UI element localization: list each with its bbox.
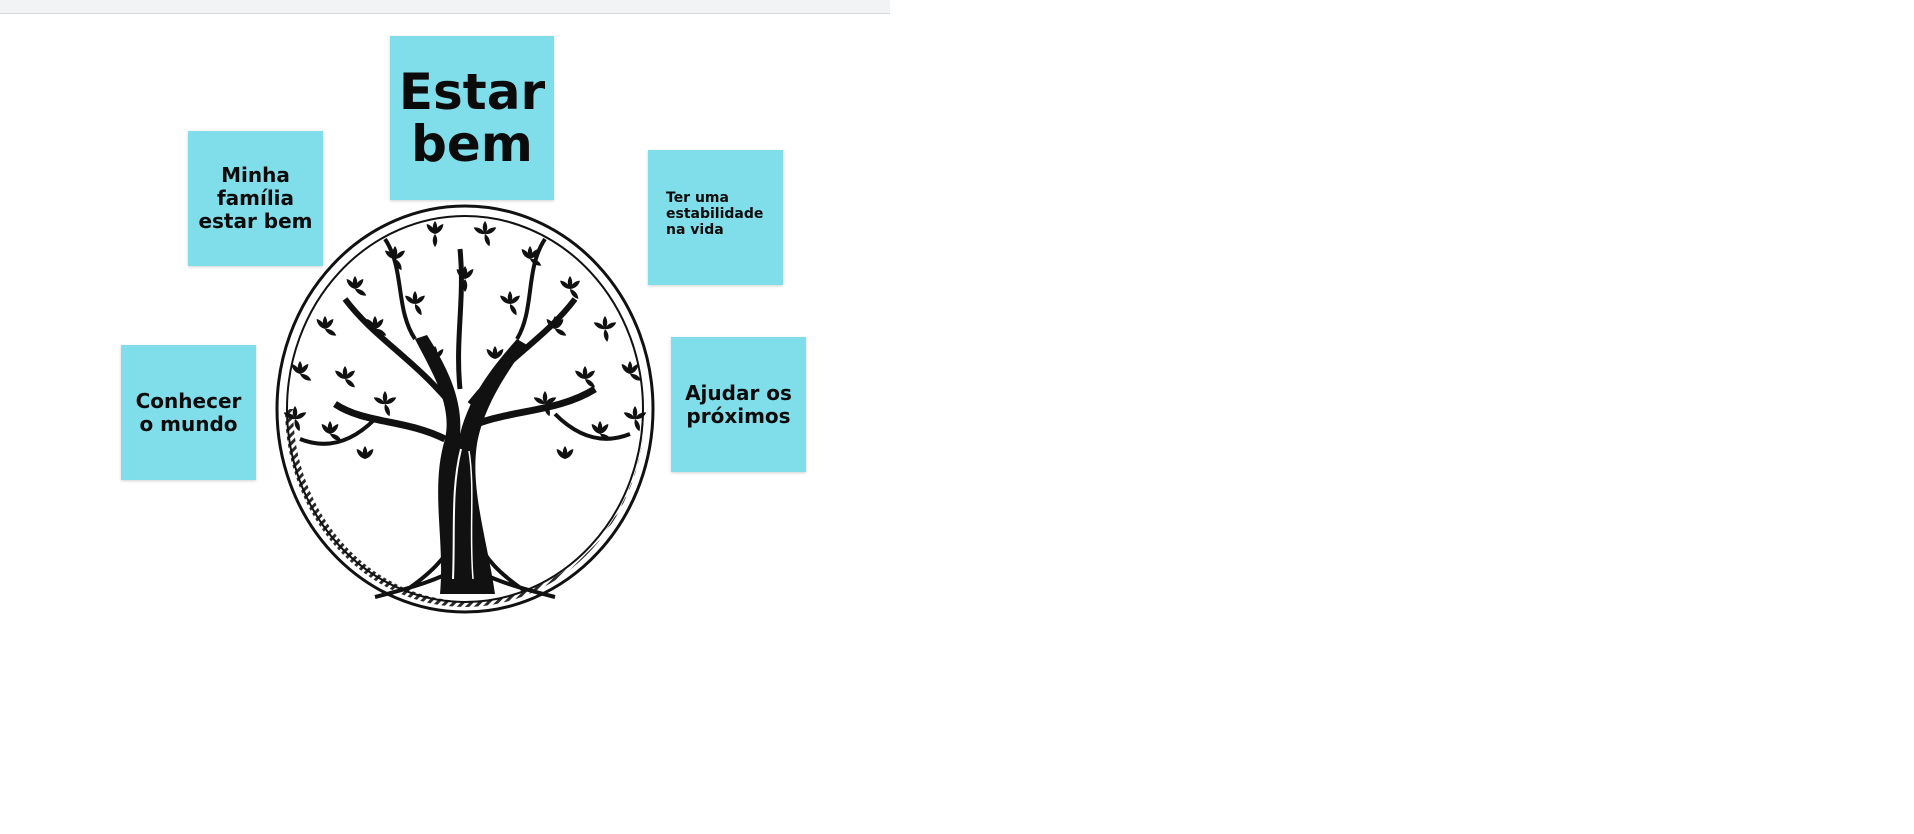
- whiteboard-canvas[interactable]: Estar bem Minha família estar bem Ter um…: [0, 14, 890, 834]
- sticky-note-stability-text: Ter uma estabilidade na vida: [666, 190, 764, 239]
- sticky-note-stability[interactable]: Ter uma estabilidade na vida: [648, 150, 783, 285]
- sticky-note-world-text: Conhecer o mundo: [135, 388, 242, 436]
- sticky-note-help-text: Ajudar os próximos: [685, 380, 792, 428]
- sticky-note-main[interactable]: Estar bem: [390, 36, 554, 200]
- sticky-note-main-text: Estar bem: [398, 62, 546, 173]
- sticky-note-family-text: Minha família estar bem: [198, 163, 313, 233]
- sticky-note-help[interactable]: Ajudar os próximos: [671, 337, 806, 472]
- browser-top-bar: [0, 0, 890, 14]
- sticky-note-family[interactable]: Minha família estar bem: [188, 131, 323, 266]
- tree-of-life-icon[interactable]: [255, 189, 675, 629]
- sticky-note-world[interactable]: Conhecer o mundo: [121, 345, 256, 480]
